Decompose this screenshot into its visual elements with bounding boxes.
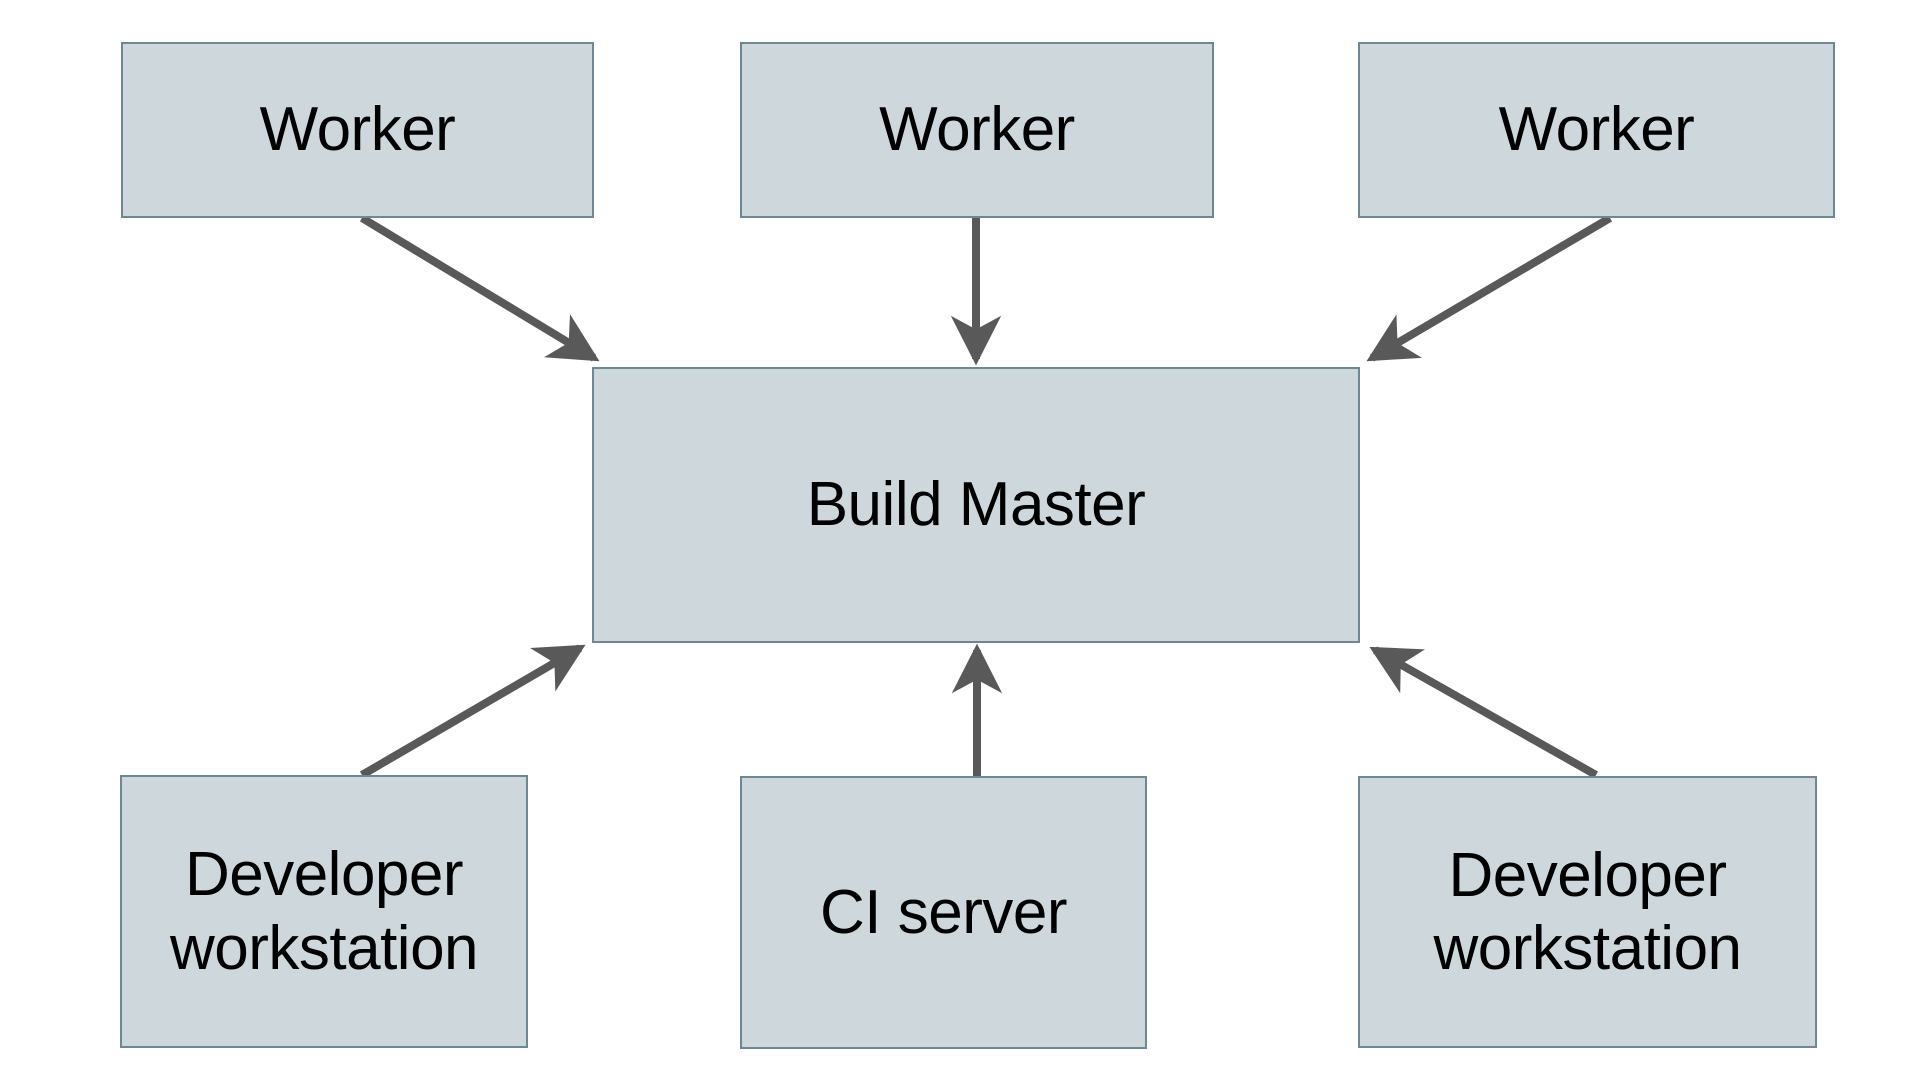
node-build-master-label: Build Master — [806, 470, 1146, 540]
node-developer-workstation-right-label: Developer workstation — [1433, 840, 1742, 983]
edge-worker-3-to-build-master — [1366, 214, 1613, 362]
node-worker-2[interactable]: Worker — [740, 42, 1214, 218]
node-build-master[interactable]: Build Master — [592, 367, 1360, 643]
node-worker-1-label: Worker — [259, 95, 456, 165]
node-worker-1[interactable]: Worker — [121, 42, 594, 218]
node-worker-3-label: Worker — [1498, 95, 1695, 165]
edge-worker-1-to-build-master — [359, 214, 600, 362]
node-worker-2-label: Worker — [879, 95, 1075, 165]
node-developer-workstation-left-label: Developer workstation — [169, 840, 479, 983]
node-worker-3[interactable]: Worker — [1358, 42, 1835, 218]
edge-dev-right-to-build-master — [1369, 646, 1598, 779]
node-ci-server-label: CI server — [820, 877, 1067, 947]
node-developer-workstation-right[interactable]: Developer workstation — [1358, 776, 1817, 1048]
node-ci-server[interactable]: CI server — [740, 776, 1147, 1049]
node-developer-workstation-left[interactable]: Developer workstation — [120, 775, 528, 1048]
edge-dev-left-to-build-master — [359, 644, 586, 779]
